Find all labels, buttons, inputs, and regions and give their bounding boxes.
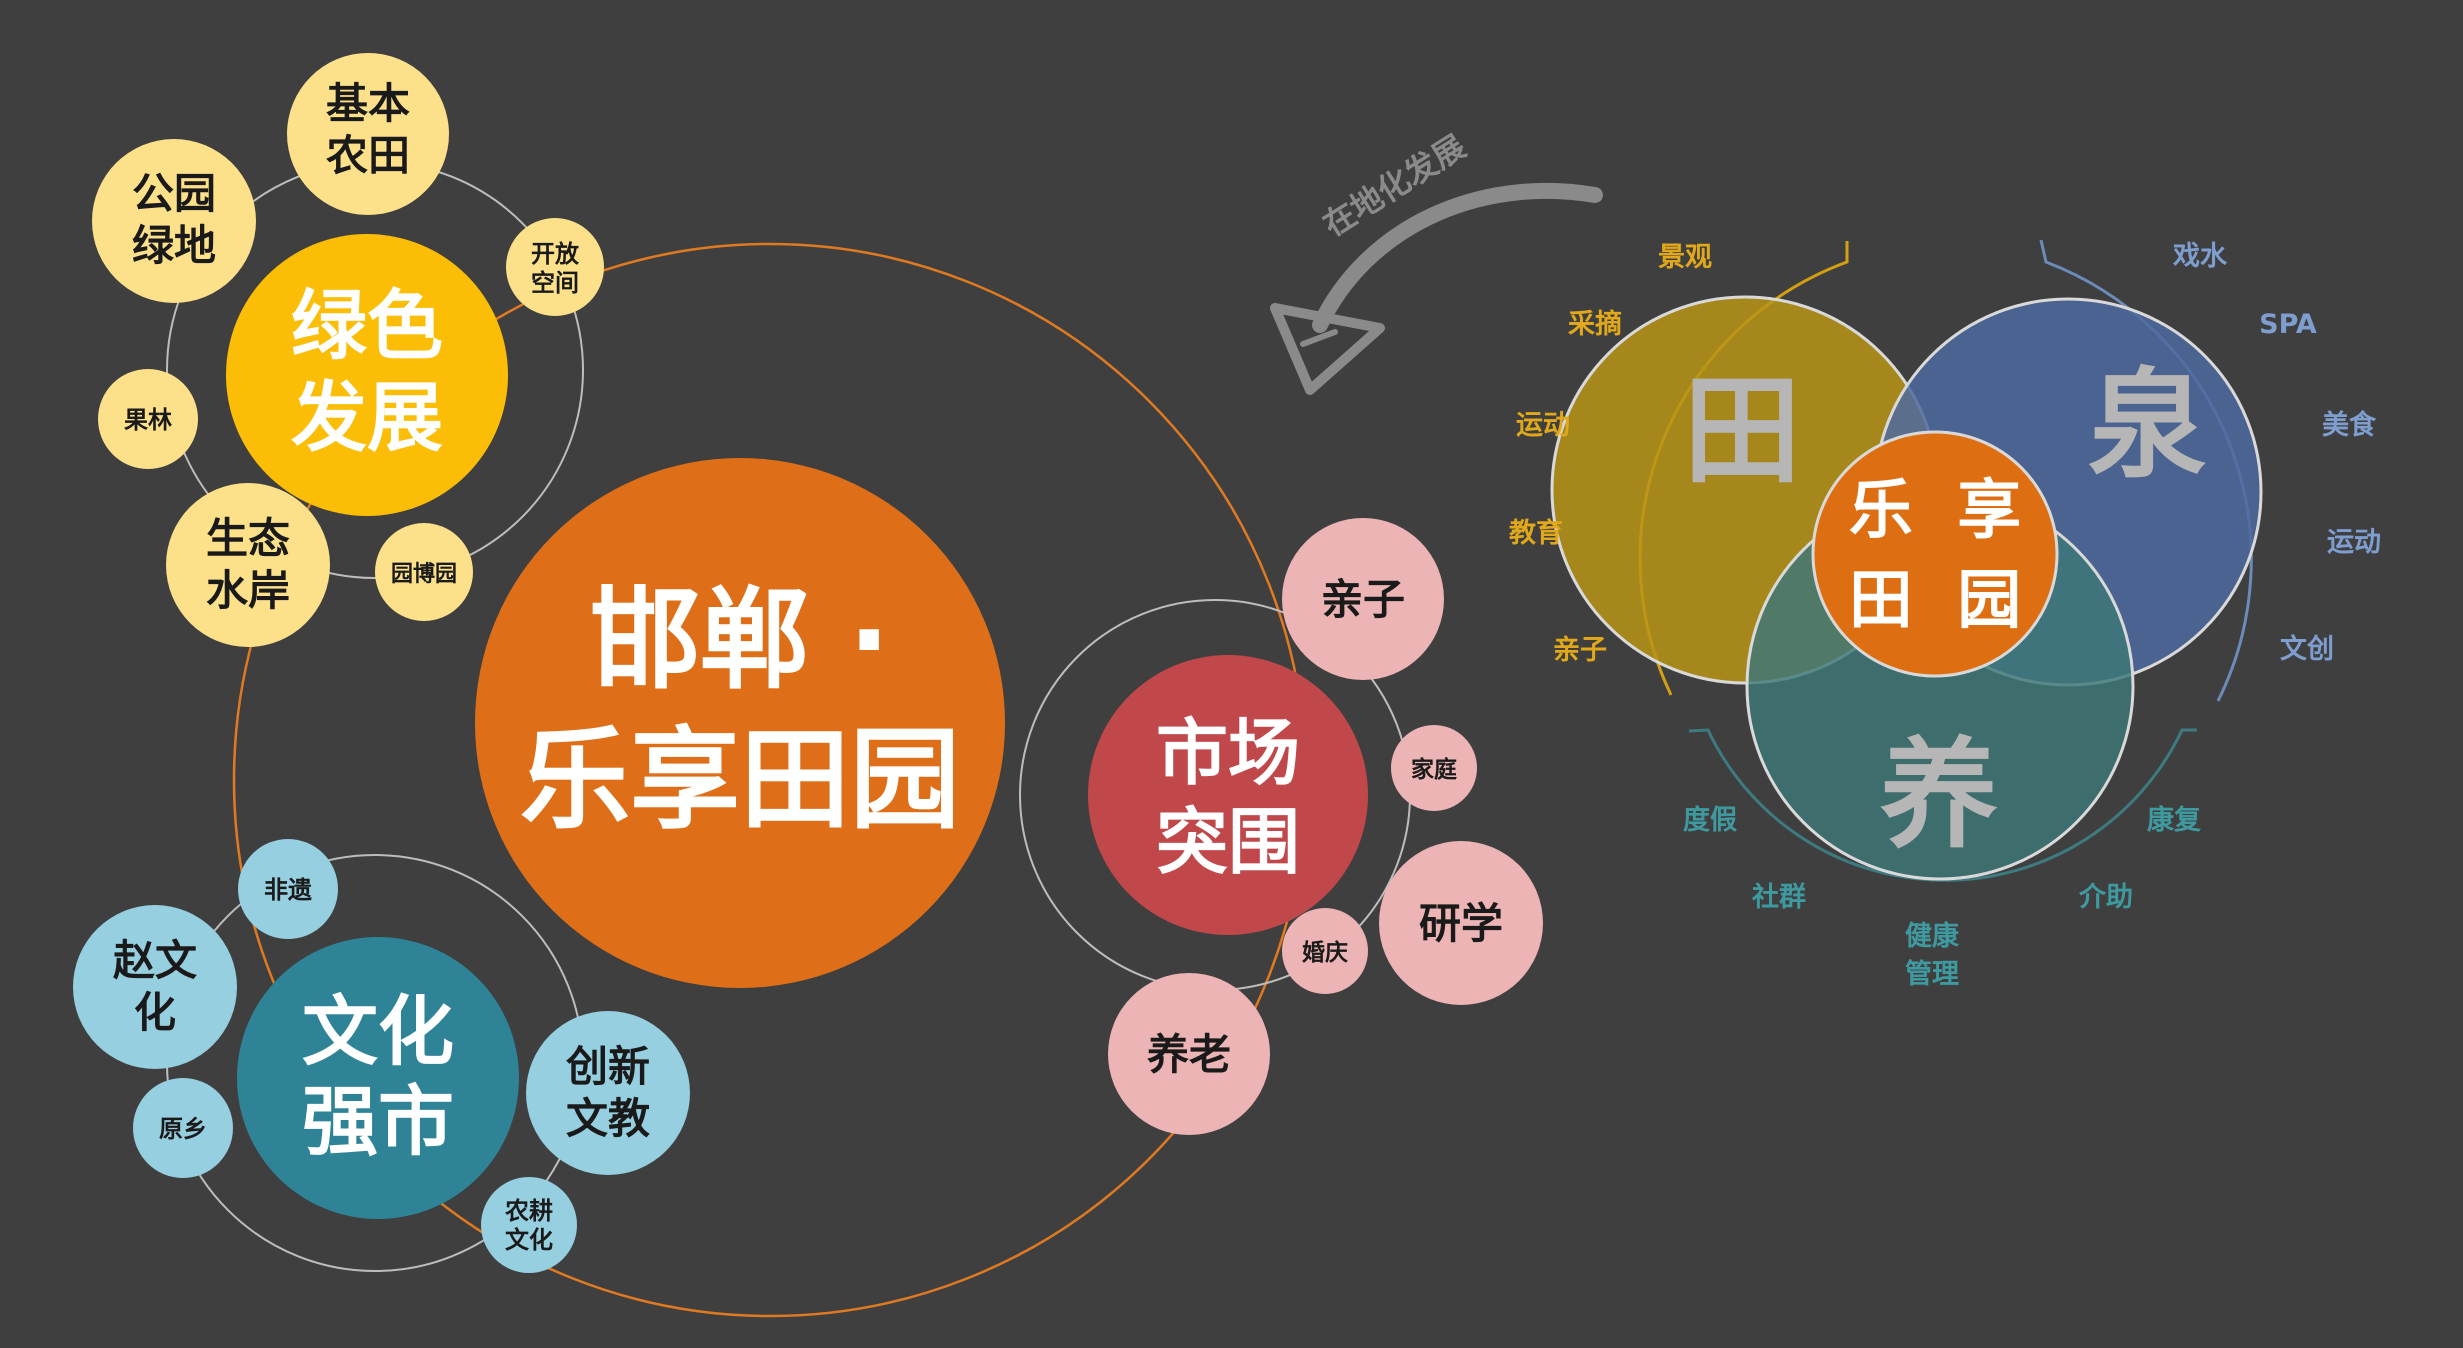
culture-label-yuanxiang: 原乡 [159,1115,207,1143]
green-satellite-kaifang [506,218,604,316]
central-node: 邯郸 · 乐享田园 [475,458,1005,988]
culture-title-line2: 强市 [302,1077,454,1166]
green-label-jiben-2: 农田 [326,131,410,180]
culture-satellite-feiyi [238,839,338,939]
green-satellite-shengtai [166,483,330,647]
tian-label: 景观 [1658,242,1712,273]
tian-char: 田 [1683,362,1801,500]
culture-satellite-yuanxiang [133,1078,233,1178]
market-label-yanglao: 养老 [1147,1030,1231,1079]
market-main-circle [1088,655,1368,935]
yang-label: 健康 [1905,920,1960,952]
green-cluster: 基本 农田 公园 绿地 开放 空间 果林 生态 水岸 园博园 绿色 发展 [92,53,604,647]
central-title-line2: 乐享田园 [520,716,960,844]
green-label-yuanboyuan: 园博园 [391,561,457,587]
green-label-gongyuan-2: 绿地 [132,221,216,270]
green-label-guolin: 果林 [124,406,172,434]
market-satellite-yanglao [1108,973,1270,1135]
green-label-shengtai-2: 水岸 [206,566,290,615]
culture-label-zhaowenhua-2: 化 [134,988,176,1037]
yang-char: 养 [1880,726,1998,864]
tian-labels: 景观 采摘 运动 教育 亲子 [1509,242,1712,666]
green-satellite-yuanboyuan [375,523,473,621]
culture-title-line1: 文化 [302,987,454,1076]
culture-label-chuangxin-2: 文教 [566,1094,650,1143]
culture-label-feiyi: 非遗 [264,876,312,904]
central-title-line1: 邯郸 · [590,576,890,704]
quan-labels: 戏水 SPA 美食 运动 文创 [2172,241,2381,665]
market-title-line1: 市场 [1156,711,1300,795]
arrow-head-icon [1270,303,1385,395]
core-circle [1811,430,2059,678]
quan-label: 运动 [2327,527,2381,558]
culture-main-circle [237,937,519,1219]
tian-label: 亲子 [1553,635,1607,666]
market-label-jiating: 家庭 [1411,756,1457,783]
green-main-circle [226,234,508,516]
yang-label: 康复 [2147,804,2202,836]
market-label-yanxue: 研学 [1419,899,1503,948]
green-satellite-gongyuan [92,139,256,303]
market-title-line2: 突围 [1156,800,1300,884]
market-label-hunqing: 婚庆 [1302,939,1348,966]
quan-label: 戏水 [2172,241,2228,272]
central-circle [475,458,1005,988]
quan-char: 泉 [2088,356,2206,494]
culture-label-nonggeng-2: 文化 [505,1226,553,1254]
culture-satellite-chuangxin [526,1011,690,1175]
quan-label: 文创 [2280,633,2334,665]
green-title-line1: 绿色 [291,281,443,370]
market-satellite-yanxue [1379,841,1543,1005]
quan-label: 美食 [2322,409,2377,441]
market-cluster: 亲子 家庭 研学 婚庆 养老 市场 突围 [1088,518,1543,1135]
quan-label: SPA [2259,309,2317,340]
yang-label: 社群 [1752,881,1806,913]
culture-label-chuangxin-1: 创新 [566,1042,650,1091]
green-satellite-jiben [287,53,449,215]
culture-satellite-nonggeng [481,1177,577,1273]
culture-label-zhaowenhua-1: 赵文 [113,936,197,985]
tian-label: 采摘 [1568,308,1622,340]
culture-label-nonggeng-1: 农耕 [504,1197,553,1225]
green-label-gongyuan-1: 公园 [132,169,216,218]
market-satellite-qinzi [1282,518,1444,680]
culture-satellite-zhaowenhua [73,905,237,1069]
yang-label: 管理 [1905,959,1959,990]
arrow-head-inner [1300,329,1338,347]
market-satellite-jiating [1391,725,1477,811]
green-label-kaifang-2: 空间 [531,269,579,297]
yang-label: 度假 [1683,804,1737,836]
green-label-jiben-1: 基本 [326,79,410,128]
venn-diagram: 田 泉 养 乐 享 田 园 景观 采摘 运动 教育 亲子 戏水 SPA 美食 运… [1509,239,2381,990]
yang-labels: 度假 社群 健康 管理 介助 康复 [1683,804,2202,990]
market-satellite-hunqing [1282,908,1368,994]
core-line1: 乐 享 [1849,474,2022,548]
yang-label: 介助 [2078,882,2133,913]
green-label-shengtai-1: 生态 [206,514,290,563]
tian-label: 教育 [1509,517,1563,549]
arrow-curve [1312,182,1603,333]
green-title-line2: 发展 [291,373,443,462]
market-label-qinzi: 亲子 [1321,575,1405,624]
tian-label: 运动 [1516,410,1570,441]
green-satellite-guolin [98,369,198,469]
green-label-kaifang-1: 开放 [531,240,580,268]
culture-cluster: 非遗 赵文 化 原乡 创新 文教 农耕 文化 文化 强市 [73,839,690,1273]
core-line2: 田 园 [1849,564,2022,638]
